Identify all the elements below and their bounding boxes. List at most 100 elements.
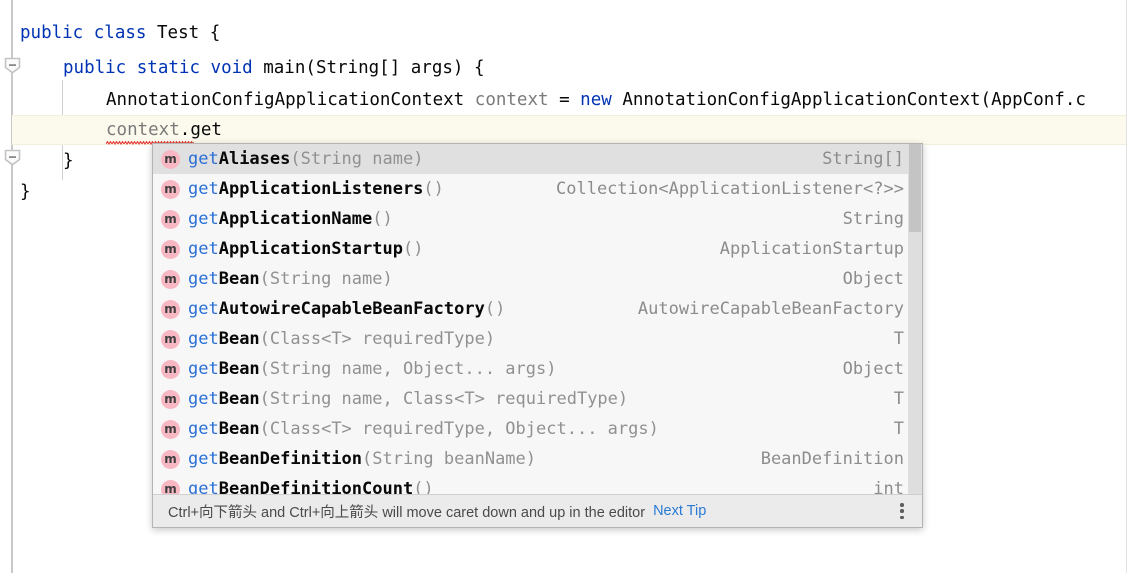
method-params: (String name) [290, 149, 424, 169]
completion-return-type: Object [842, 359, 904, 379]
code-token: context [474, 90, 549, 110]
code-token: . [179, 120, 191, 140]
completion-signature: getBeanDefinition(String beanName) [188, 444, 761, 474]
code-token: String [315, 58, 380, 78]
match-prefix: get [188, 359, 219, 379]
method-params: () [423, 179, 444, 199]
method-icon: m [161, 299, 180, 319]
match-prefix: get [188, 269, 219, 289]
method-params: (String name, Object... args) [259, 359, 557, 379]
method-name: ApplicationListeners [218, 179, 424, 199]
match-prefix: get [188, 329, 219, 349]
kebab-menu-icon[interactable] [894, 502, 910, 520]
completion-return-type: T [893, 419, 904, 439]
method-icon: m [161, 389, 180, 409]
current-line-highlight [12, 115, 1127, 145]
code-token: } [20, 182, 31, 202]
completion-footer-tip-bar: Ctrl+向下箭头 and Ctrl+向上箭头 will move caret … [153, 494, 922, 527]
completion-signature: getBean(Class<T> requiredType) [188, 324, 894, 354]
match-prefix: get [188, 179, 219, 199]
error-squiggle-underline [106, 141, 194, 145]
method-name: Bean [218, 269, 260, 289]
code-token: [] [379, 58, 411, 78]
method-params: () [484, 299, 506, 319]
completion-return-type: int [873, 479, 904, 494]
code-token: get [190, 120, 222, 140]
code-token: ( [305, 58, 316, 78]
completion-item[interactable]: m getApplicationName()String [153, 204, 922, 234]
completion-scrollbar-thumb[interactable] [909, 144, 921, 232]
code-token: ( [980, 90, 992, 110]
method-params: (String beanName) [362, 449, 537, 469]
code-token [200, 58, 211, 78]
match-prefix: get [188, 239, 219, 259]
match-prefix: get [188, 479, 219, 494]
code-token: = [548, 90, 581, 110]
completion-return-type: AutowireCapableBeanFactory [637, 299, 904, 319]
method-icon: m [161, 209, 180, 229]
code-line-5: } [63, 146, 74, 176]
match-prefix: get [188, 209, 219, 229]
method-icon: m [161, 419, 180, 439]
code-token: main [263, 58, 306, 78]
tip-text: Ctrl+向下箭头 and Ctrl+向上箭头 will move caret … [168, 504, 646, 521]
code-token: public [20, 23, 84, 43]
code-token: AnnotationConfigApplicationContext [622, 90, 981, 110]
completion-item[interactable]: m getBean(String name, Object... args)Obj… [153, 354, 922, 384]
completion-signature: getApplicationListeners() [188, 174, 556, 204]
method-icon: m [161, 359, 180, 379]
method-params: () [402, 239, 424, 259]
code-token [83, 23, 94, 43]
code-token: .c [1064, 90, 1086, 110]
completion-item[interactable]: m getAutowireCapableBeanFactory()Autowire… [153, 294, 922, 324]
completion-return-type: BeanDefinition [760, 449, 904, 469]
fold-marker-method[interactable] [4, 57, 21, 74]
code-token [464, 90, 475, 110]
completion-signature: getAutowireCapableBeanFactory() [188, 294, 638, 324]
completion-scrollbar[interactable] [908, 144, 922, 494]
method-icon: m [161, 449, 180, 469]
method-name: ApplicationName [218, 209, 373, 229]
code-token [612, 90, 623, 110]
code-line-6: } [20, 177, 31, 207]
code-token: Test [157, 23, 200, 43]
completion-return-type: ApplicationStartup [719, 239, 904, 259]
completion-item[interactable]: m getBean(String name, Class<T> requiredT… [153, 384, 922, 414]
completion-item[interactable]: m getBeanDefinition(String beanName)BeanD… [153, 444, 922, 474]
code-token: new [580, 90, 612, 110]
completion-return-type: Collection<ApplicationListener<?>> [556, 179, 904, 199]
completion-signature: getApplicationName() [188, 204, 843, 234]
method-params: () [413, 479, 434, 494]
code-line-1: public class Test { [20, 18, 220, 48]
completion-return-type: String [842, 209, 904, 229]
method-name: BeanDefinition [218, 449, 363, 469]
code-line-3: AnnotationConfigApplicationContext conte… [106, 85, 1086, 115]
completion-signature: getBean(String name) [188, 264, 843, 294]
completion-signature: getBean(String name, Class<T> requiredTy… [188, 384, 894, 414]
next-tip-link[interactable]: Next Tip [653, 503, 707, 519]
method-name: BeanDefinitionCount [218, 479, 414, 494]
method-name: Aliases [218, 149, 291, 169]
method-icon: m [161, 329, 180, 349]
method-params: (Class<T> requiredType) [259, 329, 496, 349]
code-token: args [410, 58, 453, 78]
method-icon: m [161, 479, 180, 494]
fold-marker-class[interactable] [4, 149, 21, 166]
completion-signature: getApplicationStartup() [188, 234, 720, 264]
method-params: (Class<T> requiredType, Object... args) [259, 419, 659, 439]
code-token [126, 58, 137, 78]
code-token: AppConf [991, 90, 1065, 110]
method-icon: m [161, 149, 180, 169]
completion-return-type: T [893, 389, 904, 409]
completion-signature: getBean(String name, Object... args) [188, 354, 843, 384]
